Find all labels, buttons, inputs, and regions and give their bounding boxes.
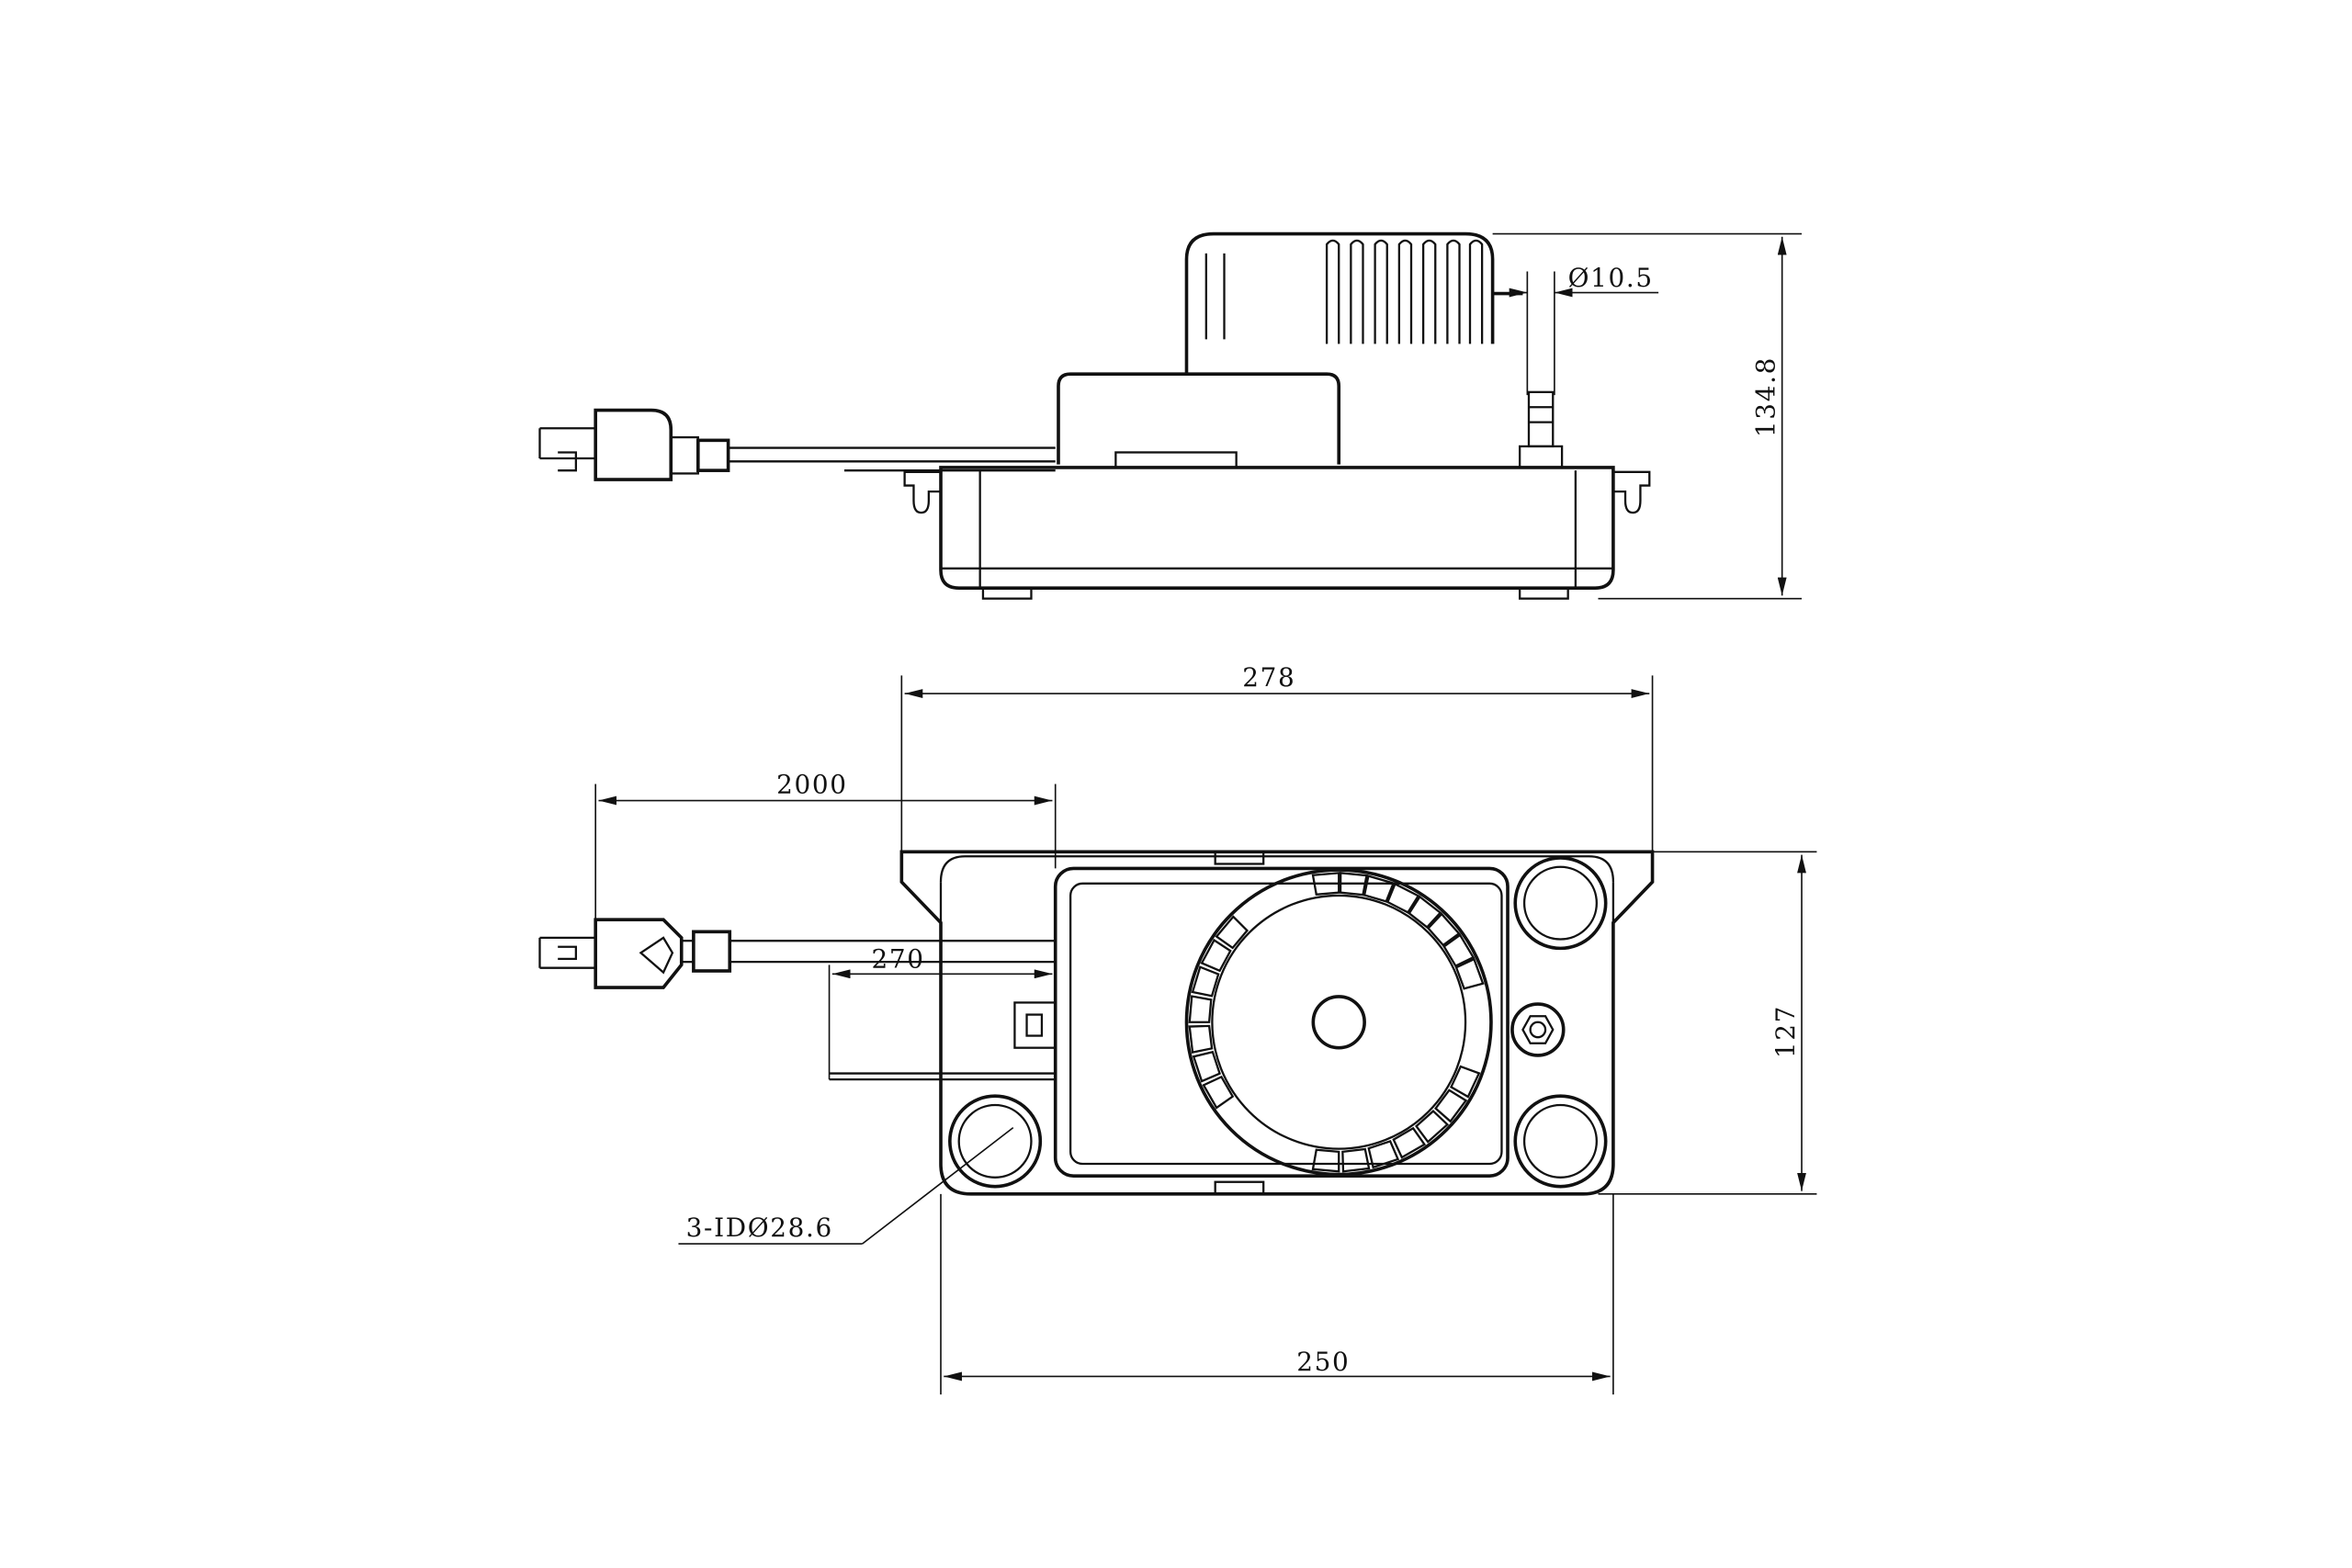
fin [1385, 882, 1420, 914]
dimension-cord-length: 2000 [594, 769, 1057, 920]
fin [1434, 1089, 1468, 1123]
depth-label: 127 [1770, 1005, 1801, 1058]
fin [1202, 1075, 1235, 1110]
dimension-overall-width: 278 [900, 662, 1654, 852]
fin [1339, 872, 1368, 897]
fin [1350, 239, 1364, 344]
dimension-wire-length: 270 [828, 944, 1053, 1080]
overall-width-label: 278 [1242, 662, 1295, 693]
fin [1192, 1050, 1222, 1083]
fin [1408, 895, 1442, 929]
height-dim-label: 134.8 [1750, 356, 1781, 437]
fin [1367, 1140, 1400, 1169]
pump-tank-side [903, 466, 1651, 600]
dimension-height: 134.8 [1492, 232, 1803, 600]
fin [1341, 1147, 1371, 1173]
fin [1188, 995, 1213, 1023]
fin [1191, 965, 1220, 998]
fin [1311, 872, 1340, 897]
fin [1450, 1065, 1481, 1099]
fin [1446, 239, 1461, 344]
inlet-holes [948, 856, 1608, 1189]
fin [1392, 1126, 1427, 1159]
motor-housing-side [1057, 231, 1523, 469]
outlet-plan [1510, 1002, 1566, 1057]
dimension-depth: 127 [1598, 851, 1817, 1195]
fin [1215, 915, 1250, 950]
fin [1188, 1024, 1214, 1054]
fin [1363, 874, 1396, 903]
power-plug-plan [538, 918, 1056, 1081]
fin [1421, 239, 1437, 344]
side-elevation-view: 134.8 Ø10.5 [538, 231, 1803, 600]
fin [1415, 1110, 1450, 1144]
inlet-holes-callout: 3-IDØ28.6 [678, 1127, 1014, 1245]
fin [1325, 239, 1340, 344]
cooling-fins-ring [1188, 872, 1485, 1173]
fin [1454, 957, 1485, 990]
body-width-label: 250 [1296, 1347, 1350, 1377]
power-plug-side [538, 408, 1056, 481]
fin [1442, 933, 1476, 968]
outlet-dia-label: Ø10.5 [1568, 263, 1654, 293]
fin [1200, 938, 1232, 973]
plan-view: 278 2000 270 127 250 3-IDØ28. [538, 662, 1817, 1395]
tank-plan [899, 850, 1655, 1196]
fin [1468, 239, 1484, 344]
cooling-fins [1204, 239, 1484, 344]
fin [1374, 239, 1388, 344]
outlet-barb-side [1519, 390, 1564, 469]
fin [1311, 1148, 1340, 1173]
cord-length-label: 2000 [776, 769, 848, 799]
motor-housing-plan [1013, 866, 1510, 1178]
fin [1426, 912, 1461, 947]
inlet-holes-label: 3-IDØ28.6 [686, 1213, 833, 1243]
dimension-outlet-diameter: Ø10.5 [1492, 263, 1659, 396]
dimension-body-width: 250 [940, 1193, 1614, 1395]
wire-length-label: 270 [872, 944, 925, 975]
fin [1397, 239, 1413, 344]
